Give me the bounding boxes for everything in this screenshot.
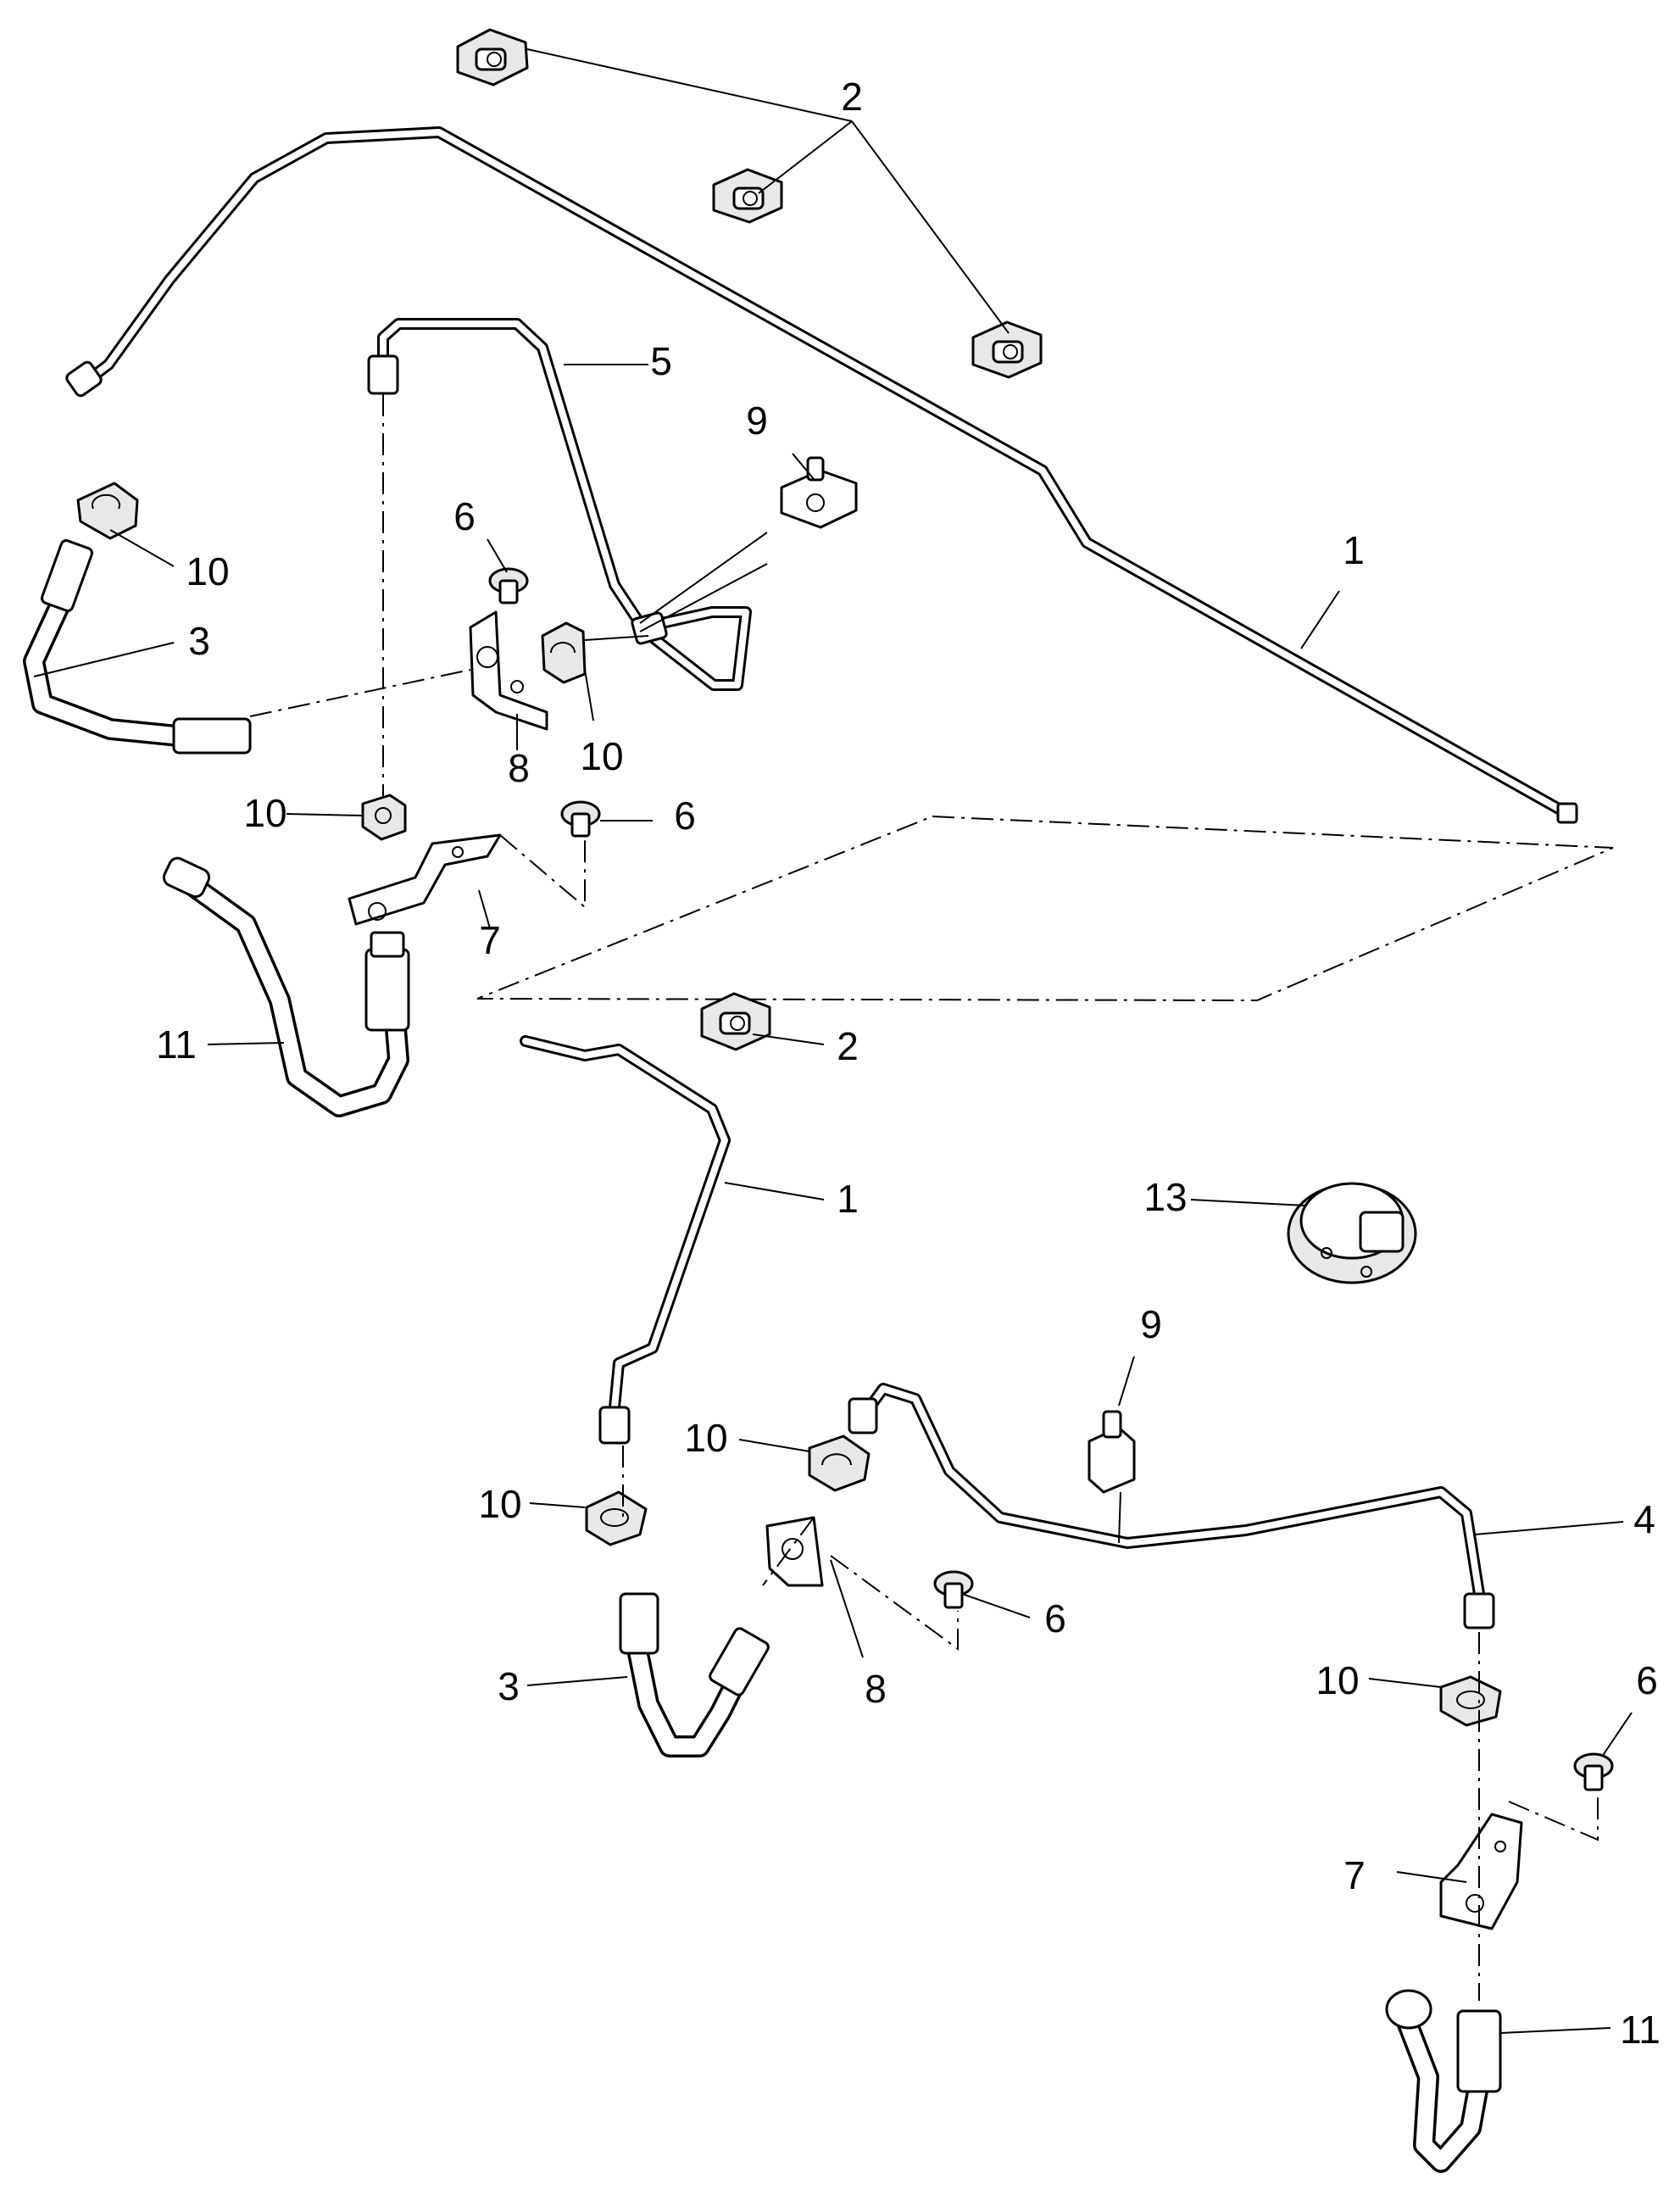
callout-3-bot: 3 [498,1664,520,1708]
assembly-boundary-line [476,816,1614,1002]
callout-10-a: 10 [186,549,229,593]
pipe-clip-2-a [456,28,529,86]
callout-7-top: 7 [479,918,501,962]
brake-hose-3-upper [23,539,252,755]
bolt-6-d [1573,1752,1614,1791]
mount-bracket-8-bot [765,1516,824,1587]
mount-bracket-7-bot [1439,1813,1523,1930]
callout-10-f: 10 [1316,1658,1359,1702]
hose-clip-10-d [808,1434,871,1492]
hose-clip-10-a [76,482,139,540]
mount-bracket-8-top [469,610,548,731]
callout-4: 4 [1633,1497,1655,1541]
hose-clip-10-e [585,1490,648,1546]
callout-9-top: 9 [746,398,768,443]
assembly-guide-lines [249,394,1599,2001]
callout-13: 13 [1143,1175,1187,1219]
brake-hose-11-right [1385,1989,1502,2173]
brake-hose-3-lower [619,1592,770,1757]
pipe-clip-2-mid [700,992,771,1051]
pipe-clip-2-b [712,168,783,224]
hose-clip-10-f [1439,1675,1502,1727]
callout-6-b: 6 [674,794,696,838]
callout-7-bot: 7 [1343,1853,1366,1897]
callout-2-mid: 2 [837,1024,859,1068]
callout-8-top: 8 [508,746,530,790]
bolt-6-c [933,1570,974,1609]
clip-bracket-9-bot [1088,1410,1136,1494]
callout-10-c: 10 [243,791,286,835]
callout-11-left: 11 [156,1022,197,1067]
callout-8-bot: 8 [865,1667,887,1711]
brake-pipe-5 [367,318,752,691]
callout-9-bot: 9 [1140,1302,1162,1346]
callout-labels: 2 5 9 1 10 3 6 8 10 10 6 7 11 2 1 13 9 1… [156,75,1661,2052]
clip-bracket-9-top [780,456,858,529]
mount-bracket-7-top [348,833,502,926]
brake-pipe-4 [848,1383,1495,1629]
hose-clip-10-b [541,621,587,684]
callout-1-top: 1 [1343,528,1365,572]
callout-3-top: 3 [188,619,210,663]
callout-2-top: 2 [841,75,863,119]
bolt-6-a [488,567,529,604]
callout-6-d: 6 [1636,1658,1658,1702]
callout-1-mid: 1 [837,1177,859,1221]
bolt-6-b [560,800,601,838]
brake-hose-11-left [162,856,410,1117]
callout-11-right: 11 [1620,2008,1661,2052]
callout-6-a: 6 [453,494,476,538]
callout-10-d: 10 [684,1416,727,1460]
brake-pipe-1-upper [65,126,1578,824]
pipe-clip-2-c [971,320,1043,379]
callout-6-c: 6 [1044,1596,1066,1640]
brake-pipe-1-lower [520,1035,731,1445]
hose-clip-10-c [361,794,407,841]
callout-5: 5 [650,339,672,383]
callout-10-b: 10 [580,734,623,778]
callout-leader-lines [33,48,1633,2034]
grommet-13 [1287,1182,1417,1284]
callout-10-e: 10 [478,1482,521,1526]
